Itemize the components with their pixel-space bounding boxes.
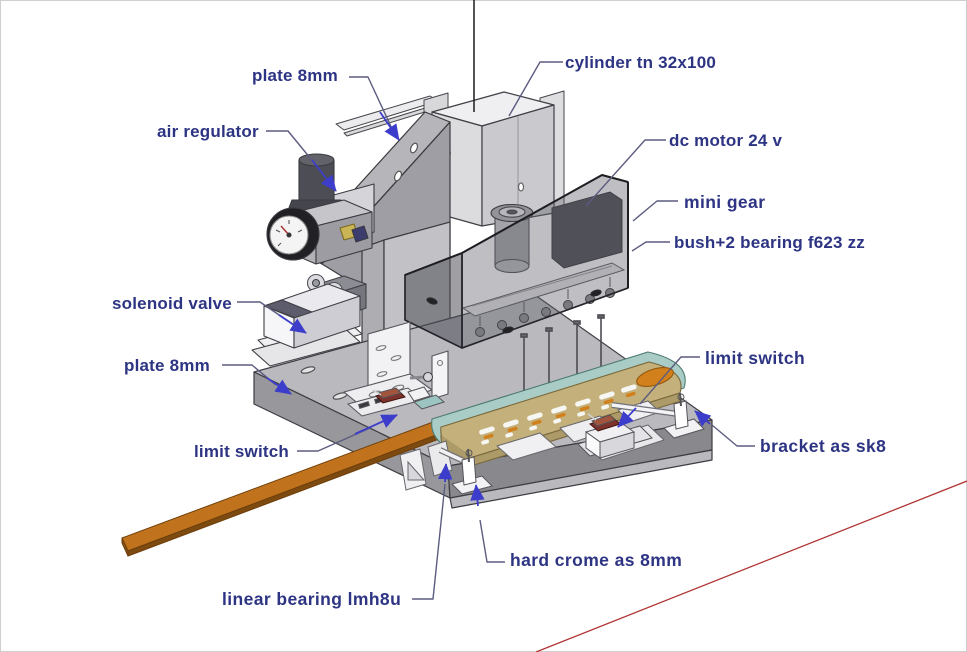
label-hard-crome: hard crome as 8mm: [510, 550, 683, 570]
air-regulator: [266, 153, 375, 265]
leader-arrows: [266, 111, 712, 507]
leader-lines: [222, 61, 755, 600]
smoked-cover: [346, 174, 629, 349]
heater-slots: [479, 384, 637, 445]
label-plate-8mm-top: plate 8mm: [252, 66, 338, 85]
label-limit-switch-right: limit switch: [705, 348, 806, 368]
heater-bar: [461, 262, 626, 317]
axis-line-red: [535, 480, 967, 652]
label-cylinder: cylinder tn 32x100: [565, 53, 717, 72]
label-bracket-sk8: bracket as sk8: [760, 436, 887, 456]
hanging-screws: [520, 314, 605, 392]
label-solenoid-valve: solenoid valve: [112, 294, 232, 313]
label-mini-gear: mini gear: [684, 192, 766, 212]
label-plate-8mm-left: plate 8mm: [124, 356, 210, 375]
label-air-regulator: air regulator: [157, 122, 259, 141]
dc-motor-block: [551, 191, 623, 269]
solenoid-valve: [251, 273, 367, 367]
label-dc-motor: dc motor 24 v: [669, 131, 783, 150]
label-bush-bearing: bush+2 bearing f623 zz: [674, 233, 865, 252]
shaft-bracket-right: [663, 392, 705, 439]
limit-switch-left-part: [346, 386, 445, 417]
label-limit-switch-left: limit switch: [194, 442, 289, 461]
chrome-bar: [121, 415, 456, 557]
cylinder-rod: [490, 203, 534, 274]
label-linear-bearing: linear bearing lmh8u: [222, 589, 402, 609]
